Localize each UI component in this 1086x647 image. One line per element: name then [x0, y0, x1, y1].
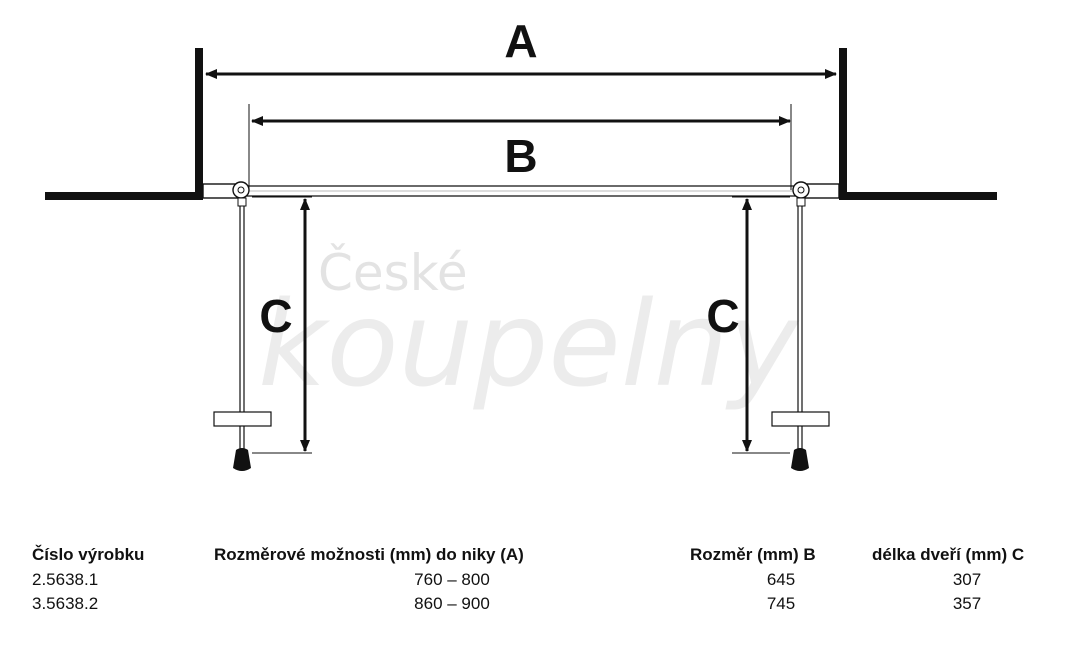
dimension-b-label: B [504, 130, 537, 182]
table-row: 3.5638.2 860 – 900 745 357 [32, 592, 1062, 616]
dimension-c-left-label: C [259, 290, 292, 342]
door-length-c-value: 357 [952, 594, 982, 613]
header-product-number: Číslo výrobku [32, 545, 145, 564]
watermark-line1: České [318, 243, 468, 302]
header-niche-range: Rozměrové možnosti (mm) do niky (A) [214, 545, 524, 564]
extension-lines [248, 104, 792, 454]
watermark: České koupelny [258, 243, 800, 413]
left-door-leaf [213, 206, 272, 471]
product-number: 3.5638.2 [32, 594, 99, 613]
left-hinge [202, 181, 250, 207]
right-hinge [792, 181, 840, 207]
product-dimension-table: Číslo výrobku Rozměrové možnosti (mm) do… [32, 542, 1062, 616]
door-length-c-value: 307 [952, 570, 982, 589]
glass-panel [203, 185, 839, 197]
dimension-b-value: 745 [766, 594, 796, 613]
header-dimension-b: Rozměr (mm) B [690, 545, 816, 564]
product-number: 2.5638.1 [32, 570, 99, 589]
left-wall [45, 48, 203, 200]
watermark-line2: koupelny [258, 275, 800, 413]
right-door-leaf [771, 206, 830, 471]
dimension-c-right-label: C [706, 290, 739, 342]
table-row: 2.5638.1 760 – 800 645 307 [32, 568, 1062, 592]
niche-range: 760 – 800 [414, 570, 490, 589]
table-header-row: Číslo výrobku Rozměrové možnosti (mm) do… [32, 542, 1062, 568]
niche-walls [45, 48, 997, 200]
dimension-a-label: A [504, 15, 537, 67]
dimension-arrows [205, 69, 837, 452]
niche-range: 860 – 900 [414, 594, 490, 613]
shower-door-dimension-diagram: České koupelny [45, 15, 997, 471]
right-wall [839, 48, 997, 200]
header-door-length-c: délka dveří (mm) C [872, 545, 1025, 564]
dimension-b-value: 645 [766, 570, 796, 589]
